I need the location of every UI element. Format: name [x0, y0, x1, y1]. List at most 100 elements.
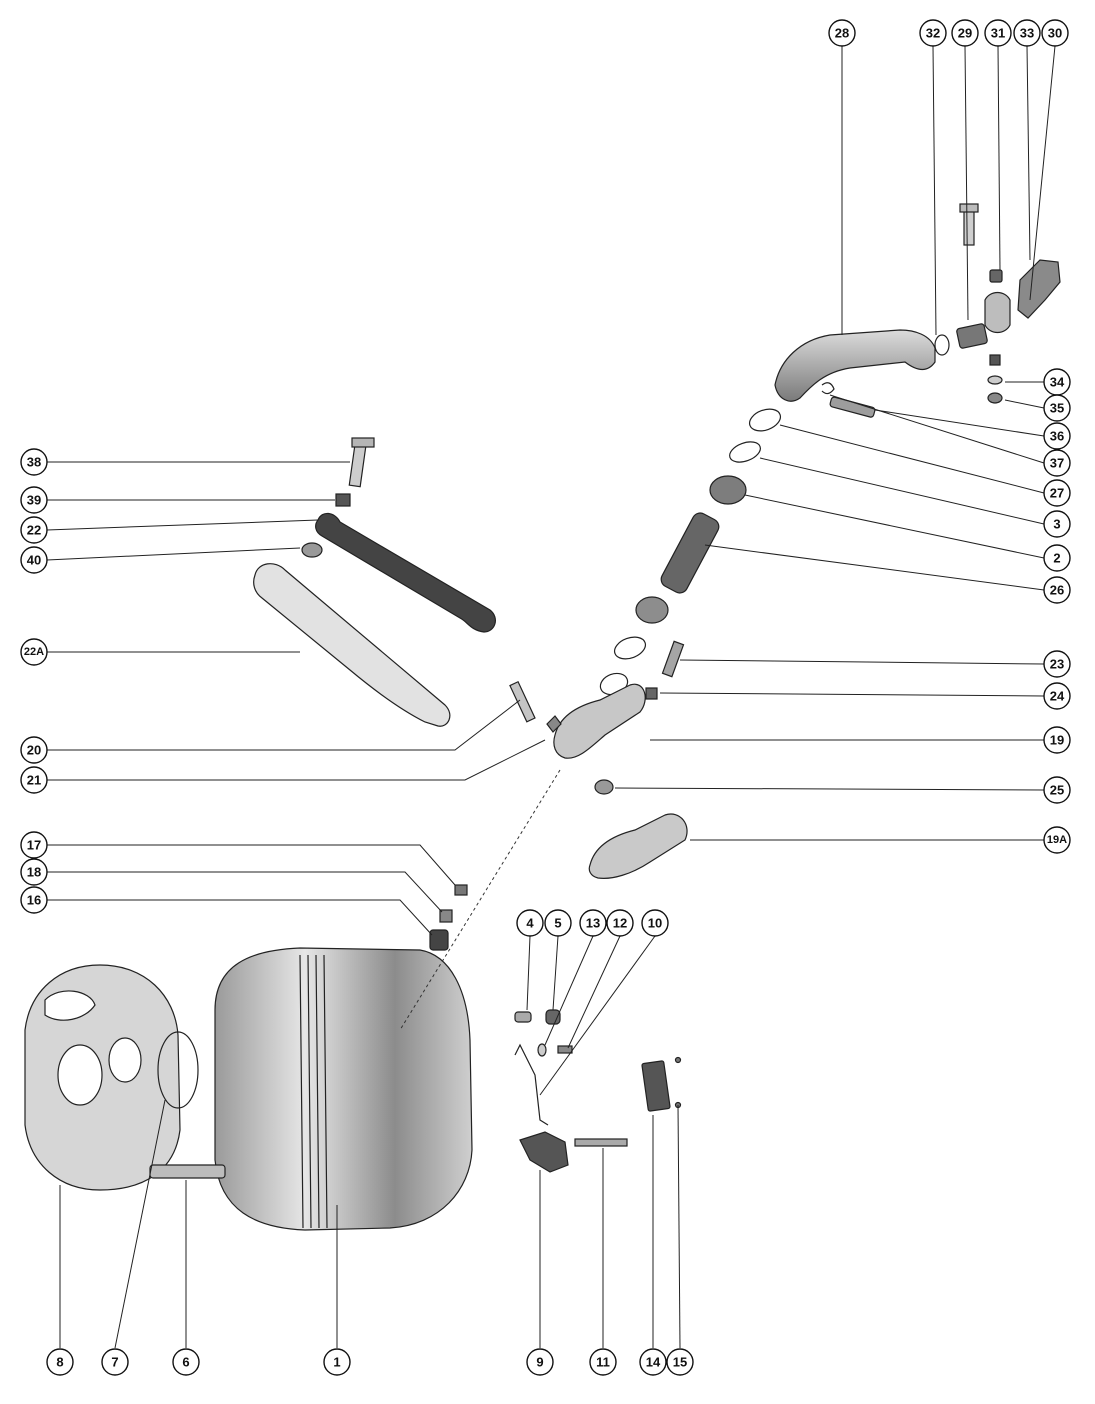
callout-label: 10 [648, 916, 662, 931]
leader-25 [614, 787, 1045, 791]
part-10-spring-wire [514, 1043, 549, 1126]
part-19A-lever [588, 813, 688, 879]
callout-8: 8 [46, 1348, 74, 1376]
callout-34: 34 [1043, 368, 1071, 396]
leader-27 [779, 424, 1045, 494]
callout-label: 19A [1047, 834, 1067, 846]
callout-31: 31 [984, 19, 1012, 47]
callout-2: 2 [1043, 544, 1071, 572]
leader-32 [932, 45, 937, 336]
leader-lines [46, 45, 1056, 1349]
callout-18: 18 [20, 858, 48, 886]
callout-label: 1 [333, 1355, 340, 1370]
part-4-plug [514, 1011, 532, 1023]
callout-label: 15 [673, 1355, 687, 1370]
part-9-block [519, 1131, 569, 1173]
leader-33 [1026, 45, 1031, 261]
callout-label: 29 [958, 26, 972, 41]
part-27-ring [748, 408, 782, 432]
part-22A-arm [253, 563, 451, 727]
part-28-shift-arm [774, 329, 936, 402]
part-29-sleeve [956, 323, 988, 349]
leader-40 [46, 547, 301, 561]
callout-label: 9 [536, 1355, 543, 1370]
callout-label: 11 [596, 1355, 610, 1370]
leader-36 [874, 409, 1045, 437]
part-35-nut [987, 392, 1003, 404]
callout-label: 36 [1050, 429, 1064, 444]
part-8-gasket-hole-b [108, 1037, 142, 1083]
callout-10: 10 [641, 909, 669, 937]
callout-26: 26 [1043, 576, 1071, 604]
part-38-bolt [348, 444, 367, 488]
part-34-washer [987, 375, 1003, 385]
callout-1: 1 [323, 1348, 351, 1376]
part-25-nut [594, 779, 614, 795]
callout-label: 13 [586, 916, 600, 931]
callout-6: 6 [172, 1348, 200, 1376]
callout-label: 35 [1050, 401, 1064, 416]
part-12-screw [557, 1045, 573, 1054]
leader-2 [744, 494, 1045, 559]
callout-label: 24 [1050, 689, 1065, 704]
callout-label: 23 [1050, 657, 1064, 672]
leader-18 [47, 871, 443, 913]
part-17-screw [454, 884, 468, 896]
callout-label: 28 [835, 26, 849, 41]
callout-label: 21 [27, 773, 41, 788]
callout-22A: 22A [20, 638, 48, 666]
callout-40: 40 [20, 546, 48, 574]
part-31-bolt [963, 209, 975, 246]
callout-label: 8 [56, 1355, 63, 1370]
leader-22 [46, 519, 319, 531]
callout-label: 26 [1050, 583, 1064, 598]
leader-35 [1004, 399, 1045, 409]
callout-27: 27 [1043, 479, 1071, 507]
leader-10 [539, 935, 656, 1096]
callout-22: 22 [20, 516, 48, 544]
leader-15 [677, 1104, 681, 1349]
callout-label: 7 [111, 1355, 118, 1370]
callout-label: 22 [27, 523, 41, 538]
part-lower-bearing [635, 596, 669, 624]
part-21-clip [546, 715, 562, 733]
callout-label: 27 [1050, 486, 1064, 501]
callout-label: 31 [991, 26, 1005, 41]
part-22-link-rod [315, 512, 496, 633]
part-31-bolt-head [959, 203, 979, 213]
leader-29 [964, 45, 969, 321]
leader-7 [114, 1099, 166, 1349]
part-2-bearing [709, 475, 747, 505]
part-nut-upper [989, 354, 1001, 366]
leader-4 [526, 935, 531, 1011]
callout-label: 3 [1053, 517, 1060, 532]
callouts: 28 32 29 31 33 30 34 35 36 37 27 3 2 26 … [20, 19, 1071, 1376]
callout-label: 4 [526, 916, 534, 931]
part-38-bolt-head [351, 437, 375, 448]
callout-24: 24 [1043, 682, 1071, 710]
callout-29: 29 [951, 19, 979, 47]
callout-11: 11 [589, 1348, 617, 1376]
callout-label: 37 [1050, 456, 1064, 471]
callout-35: 35 [1043, 394, 1071, 422]
part-20-bolt [509, 680, 536, 723]
part-shift-elbow [984, 291, 1011, 334]
parts-layer [24, 203, 1061, 1231]
leader-16 [47, 899, 433, 936]
callout-label: 18 [27, 865, 41, 880]
callout-37: 37 [1043, 449, 1071, 477]
part-5-cap [545, 1009, 561, 1025]
leader-12 [567, 935, 621, 1049]
callout-label: 2 [1053, 551, 1060, 566]
callout-label: 5 [554, 916, 561, 931]
callout-label: 25 [1050, 783, 1064, 798]
callout-15: 15 [666, 1348, 694, 1376]
part-39-nut [335, 493, 351, 507]
part-11-bolt [574, 1138, 628, 1147]
callout-label: 16 [27, 893, 41, 908]
part-23-bolt [661, 640, 685, 678]
callout-4: 4 [516, 909, 544, 937]
callout-label: 39 [27, 493, 41, 508]
leader-24 [659, 692, 1045, 697]
